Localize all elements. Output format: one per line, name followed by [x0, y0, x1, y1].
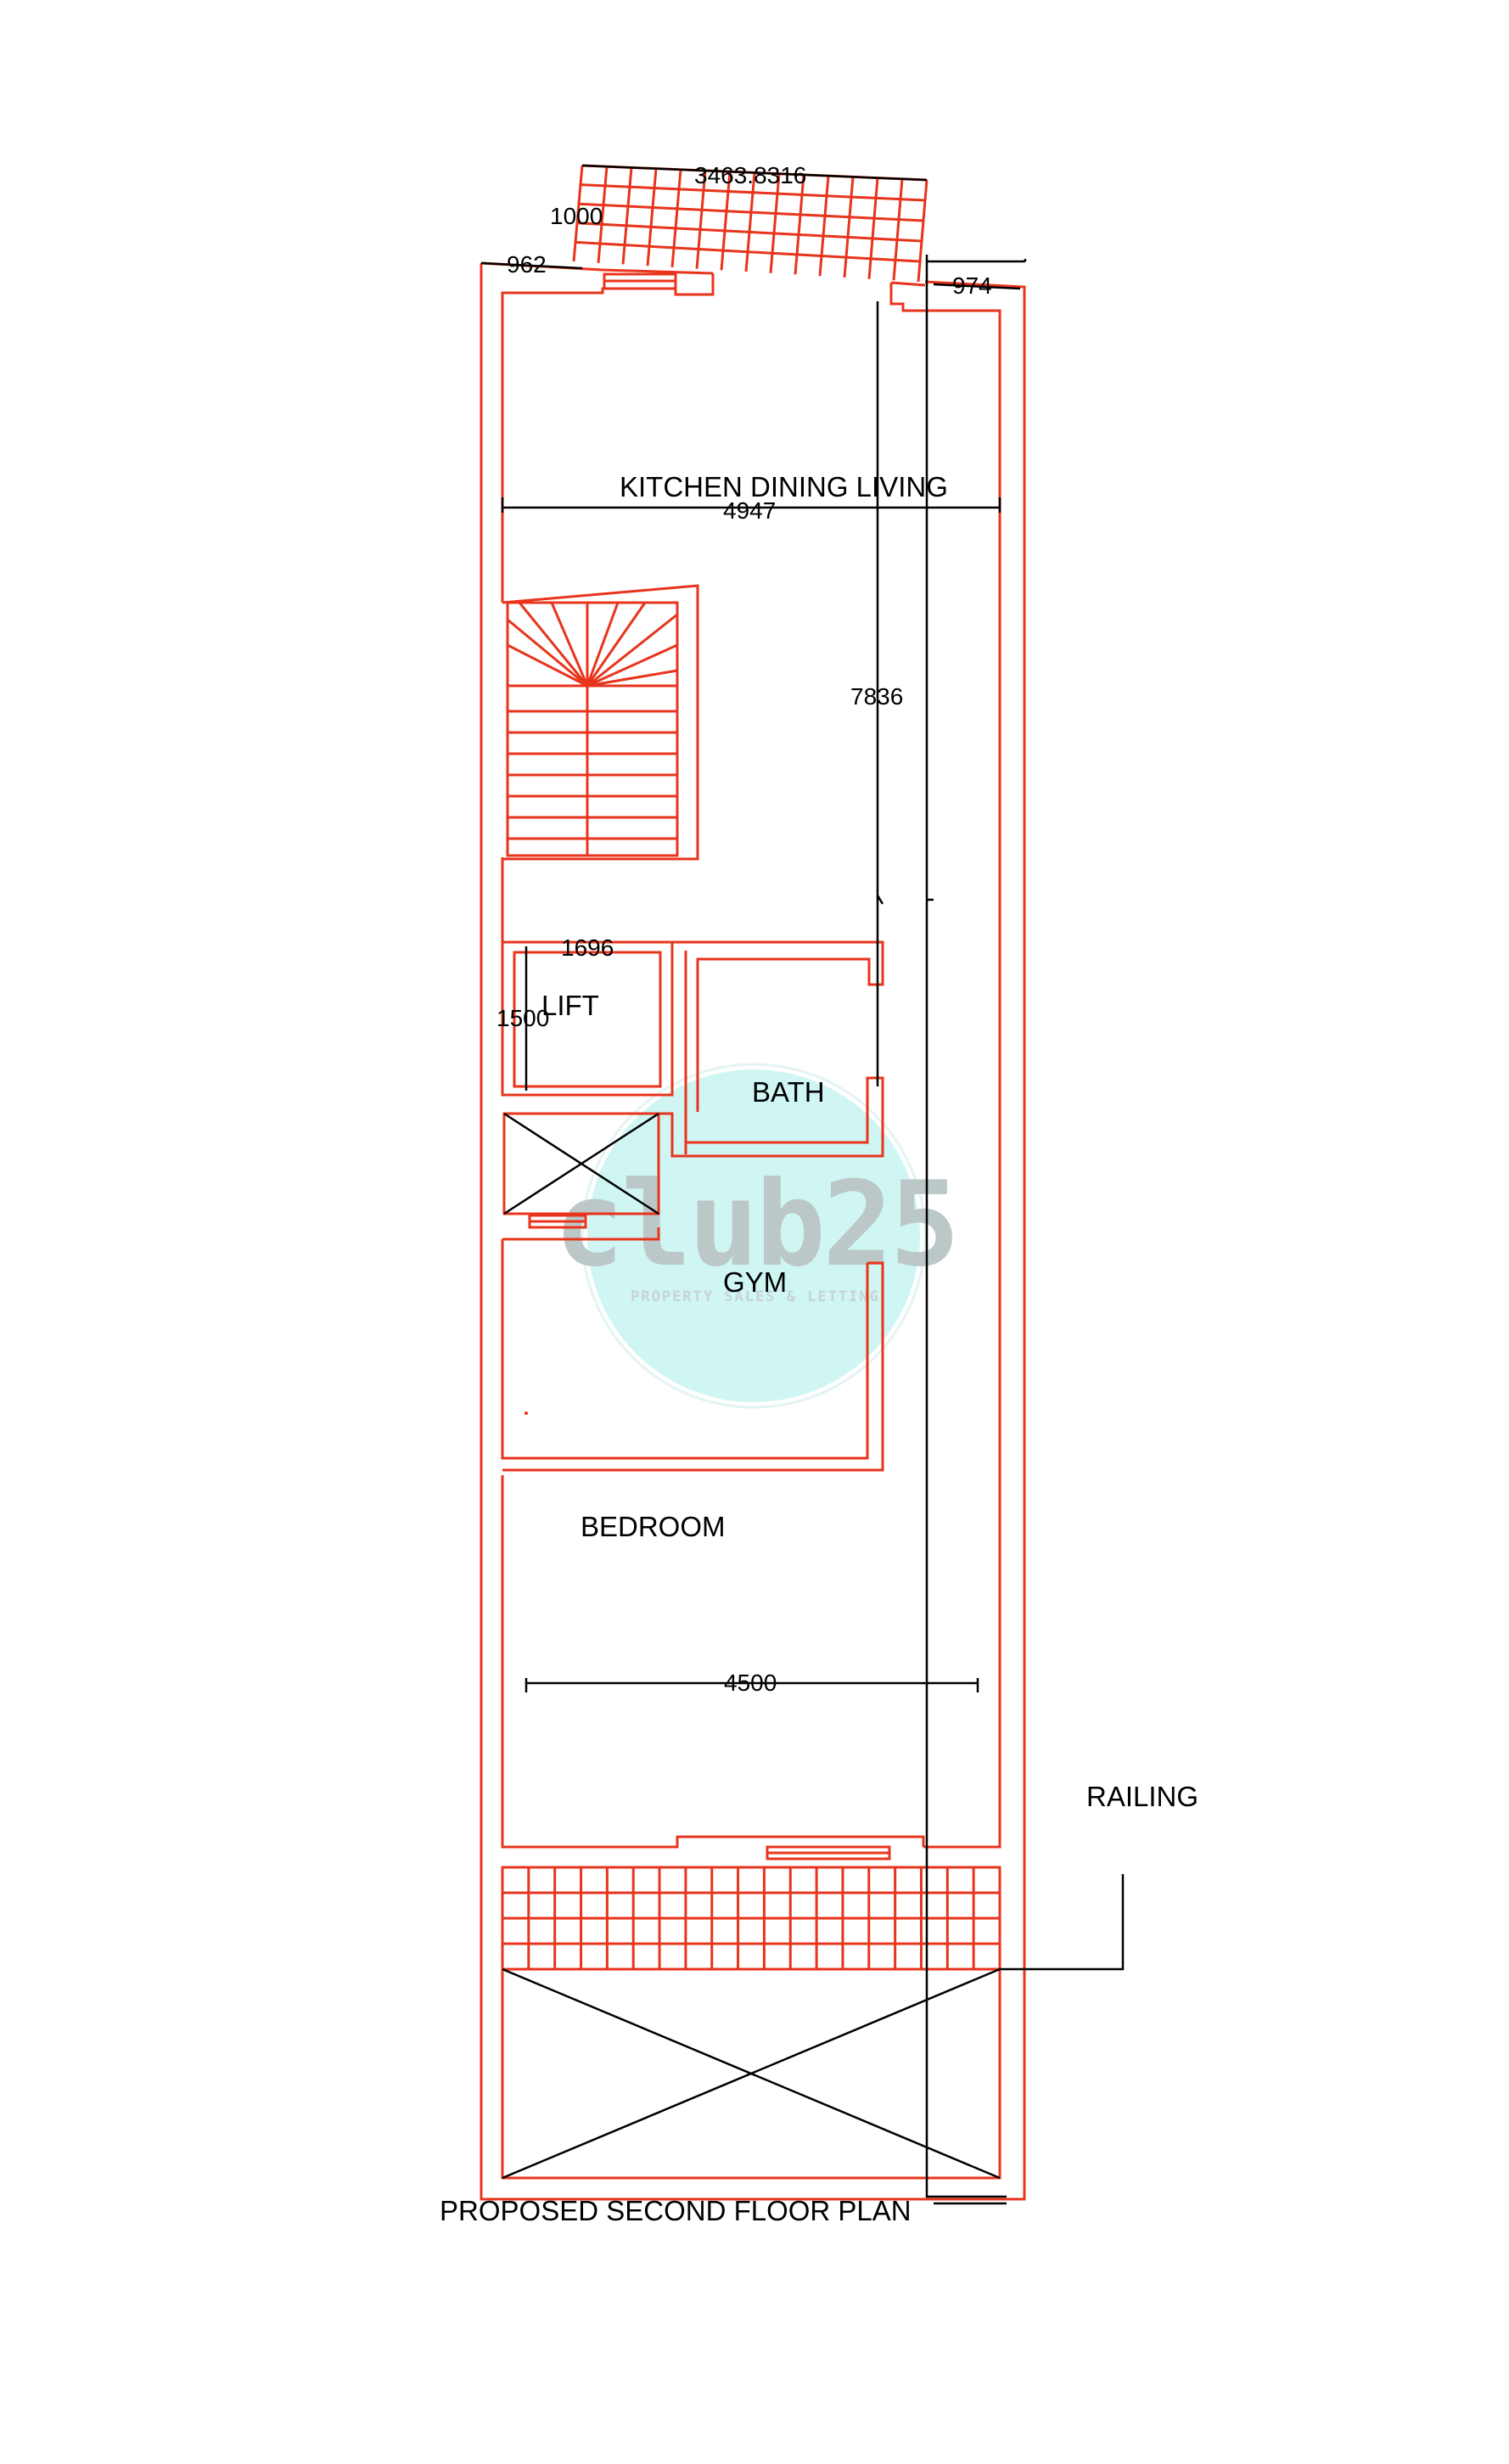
void-markers — [502, 1112, 1001, 2180]
stair-winder — [586, 613, 678, 688]
balcony-baluster — [867, 177, 879, 279]
stair-enclosure — [502, 584, 699, 861]
stair-winder — [586, 643, 678, 688]
railing-label: RAILING — [1086, 1781, 1198, 1812]
inner-wall-front — [501, 273, 715, 500]
balcony-baluster — [695, 170, 707, 269]
balcony-baluster — [597, 166, 609, 263]
balcony-edge — [572, 165, 584, 262]
watermark: club25 PROPERTY SALES & LETTING — [554, 1063, 960, 1409]
terrace-railing — [502, 1867, 1000, 1969]
inner-wall-left-bedroom — [501, 1475, 925, 1849]
stair-winder — [518, 602, 589, 687]
room-label-bath: BATH — [752, 1076, 825, 1108]
dim-lift-depth: 1500 — [496, 1005, 549, 1031]
room-label-gym: GYM — [723, 1266, 787, 1298]
railing-leader — [1000, 1874, 1125, 1971]
watermark-circle — [587, 1069, 920, 1402]
dim-bedroom-width: 4500 — [724, 1670, 777, 1696]
bath-wall — [659, 1076, 884, 1158]
stair-winder — [507, 618, 588, 688]
dim-overall-length: 7836 — [850, 683, 903, 710]
balcony-baluster — [794, 174, 805, 275]
lift-shaft-inner — [513, 951, 662, 1088]
outer-wall — [480, 263, 1026, 2201]
watermark-brand: club25 — [554, 1156, 957, 1293]
balcony-rail — [575, 240, 921, 263]
stair-winder — [550, 602, 589, 687]
plan-title: PROPOSED SECOND FLOOR PLAN — [440, 2195, 912, 2226]
balcony-baluster — [670, 169, 682, 267]
balcony-baluster — [621, 167, 633, 265]
dim-front-right-wall: 974 — [952, 272, 992, 299]
balcony-rail — [580, 183, 926, 202]
staircase — [507, 602, 678, 856]
dim-front-left-wall: 962 — [507, 251, 547, 278]
stair-winder — [507, 643, 588, 688]
rear-terrace — [501, 1967, 1001, 2180]
balcony-baluster — [769, 173, 781, 273]
stair-winder — [586, 602, 647, 687]
stair-winder — [586, 669, 678, 688]
room-label-lift: LIFT — [541, 990, 599, 1021]
balcony-baluster — [646, 168, 658, 267]
balcony-edge — [917, 179, 928, 283]
balcony-rail — [578, 202, 924, 222]
balcony-baluster — [818, 176, 830, 277]
shaft-void — [502, 1112, 660, 1215]
walls — [480, 261, 1026, 2201]
dim-kitchen-width: 4947 — [723, 497, 776, 524]
watermark-tagline: PROPERTY SALES & LETTING — [631, 1288, 880, 1305]
inner-wall-front-right-top — [890, 281, 926, 287]
dimension-lines — [480, 164, 1125, 2205]
balcony-rail — [576, 222, 923, 243]
room-label-kitchen: KITCHEN DINING LIVING — [620, 471, 948, 502]
labels: KITCHEN DINING LIVING LIFT BATH GYM BEDR… — [440, 162, 1198, 2226]
balcony-baluster — [720, 171, 732, 271]
dim-lift-width: 1696 — [561, 935, 614, 961]
watermark-outer-ring — [581, 1063, 927, 1409]
balcony-baluster — [843, 177, 855, 278]
balcony-baluster — [892, 178, 904, 281]
stair-winder — [586, 602, 620, 687]
lift-shaft-outer — [501, 940, 674, 1097]
room-label-bedroom: BEDROOM — [581, 1511, 726, 1542]
dim-balcony-length: 3463.8316 — [694, 162, 806, 188]
inner-wall-front-right — [889, 283, 1001, 1849]
dim-balcony-depth: 1000 — [550, 203, 603, 229]
balcony-baluster — [744, 172, 756, 272]
